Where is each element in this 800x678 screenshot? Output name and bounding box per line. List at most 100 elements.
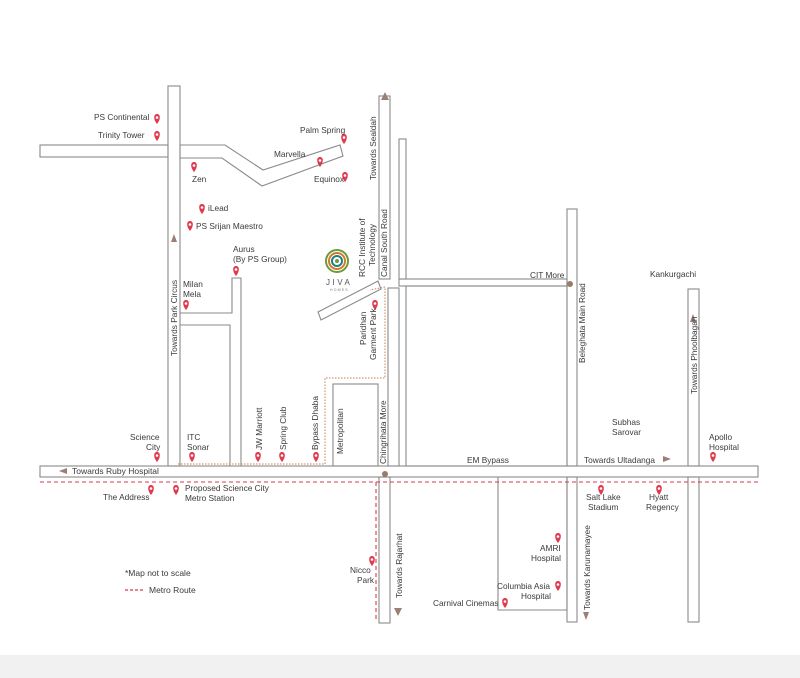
logo-sub: HOMES — [330, 288, 349, 292]
pin-science-city-icon — [154, 452, 160, 462]
label-columbia-2: Hospital — [521, 591, 551, 601]
label-palm-spring: Palm Spring — [300, 125, 346, 135]
label-towards-rajarhat: Towards Rajarhat — [394, 533, 404, 598]
label-apollo-1: Apollo — [709, 432, 732, 442]
label-towards-ruby: Towards Ruby Hospital — [72, 466, 159, 476]
pin-nicco-dot — [370, 558, 374, 561]
canal-south-road-right — [398, 138, 407, 280]
label-amri-2: Hospital — [531, 553, 561, 563]
pin-paridhan-dot — [373, 302, 377, 305]
map-canvas: JIVA HOMES PS Continental Trinity Tower … — [39, 85, 759, 624]
pin-milan-mela-icon — [183, 300, 189, 310]
pin-spring-club-icon — [279, 452, 285, 462]
pin-aurus-icon — [233, 266, 239, 276]
label-cit-more: CIT More — [530, 270, 565, 280]
pin-ps-continental-dot — [155, 116, 159, 119]
legend: *Map not to scale Metro Route — [125, 568, 196, 595]
pin-zen-dot — [192, 164, 196, 167]
cit-road — [398, 278, 568, 287]
pin-columbia-dot — [556, 583, 560, 586]
label-hyatt-1: Hyatt — [649, 492, 669, 502]
bottom-band — [0, 655, 800, 678]
chingrihata-road — [387, 287, 400, 467]
label-amri-1: AMRI — [540, 543, 561, 553]
label-subhas-2: Sarovar — [612, 427, 641, 437]
label-marvella: Marvella — [274, 149, 306, 159]
legend-note: *Map not to scale — [125, 568, 191, 578]
label-towards-phoolbagan: Towards Phoolbagan — [689, 316, 699, 394]
pin-bypass-dhaba-dot — [314, 454, 318, 457]
label-towards-sealdah: Towards Sealdah — [368, 116, 378, 180]
label-paridhan-1: Paridhan — [358, 311, 368, 345]
pin-ilead-icon — [199, 204, 205, 214]
pin-carnival-dot — [503, 600, 507, 603]
label-rcc-2: Technology — [367, 223, 377, 266]
pin-salt-lake-dot — [599, 487, 603, 490]
label-ps-srijan-maestro: PS Srijan Maestro — [196, 221, 263, 231]
label-salt-lake-2: Stadium — [588, 502, 619, 512]
label-proposed-1: Proposed Science City — [185, 483, 270, 493]
pin-zen-icon — [191, 162, 197, 172]
label-milan-2: Mela — [183, 289, 201, 299]
pin-proposed-metro-icon — [173, 485, 179, 495]
label-trinity-tower: Trinity Tower — [98, 130, 145, 140]
pin-proposed-metro-dot — [174, 487, 178, 490]
label-science-2: City — [146, 442, 161, 452]
label-beleghata-main-road: Beleghata Main Road — [577, 283, 587, 363]
label-towards-ultadanga: Towards Ultadanga — [584, 455, 655, 465]
metro-route-lines — [40, 481, 758, 622]
label-nicco-2: Park — [357, 575, 375, 585]
label-itc-2: Sonar — [187, 442, 209, 452]
pin-the-address-dot — [149, 487, 153, 490]
pin-salt-lake-icon — [598, 485, 604, 495]
pin-apollo-dot — [711, 454, 715, 457]
legend-metro-route: Metro Route — [149, 585, 196, 595]
pin-palm-spring-icon — [341, 134, 347, 144]
label-milan-1: Milan — [183, 279, 203, 289]
pin-nicco-icon — [369, 556, 375, 566]
pin-jw-marriott-icon — [255, 452, 261, 462]
pin-trinity-tower-icon — [154, 131, 160, 141]
pin-ilead-dot — [200, 206, 204, 209]
jiva-homes-logo: JIVA HOMES — [325, 249, 352, 292]
pin-science-city-dot — [155, 454, 159, 457]
arrow-phoolbagan — [690, 314, 696, 322]
pin-marvella-dot — [318, 159, 322, 162]
pin-amri-dot — [556, 535, 560, 538]
pin-amri-icon — [555, 533, 561, 543]
pin-ps-continental-icon — [154, 114, 160, 124]
label-jw-marriott: JW Marriott — [254, 407, 264, 450]
pin-columbia-icon — [555, 581, 561, 591]
label-nicco-1: Nicco — [350, 565, 371, 575]
label-towards-karunamayee: Towards Karunamayee — [582, 525, 592, 610]
label-proposed-2: Metro Station — [185, 493, 235, 503]
pin-equinox-dot — [343, 174, 347, 177]
jiva-diagonal-road — [317, 280, 382, 321]
label-the-address: The Address — [103, 492, 150, 502]
label-hyatt-2: Regency — [646, 502, 680, 512]
pin-carnival-icon — [502, 598, 508, 608]
pin-jw-marriott-dot — [256, 454, 260, 457]
label-bypass-dhaba: Bypass Dhaba — [310, 396, 320, 450]
label-aurus-2: (By PS Group) — [233, 254, 287, 264]
pin-the-address-icon — [148, 485, 154, 495]
logo-word: JIVA — [326, 278, 352, 287]
label-aurus-1: Aurus — [233, 244, 255, 254]
pin-marvella-icon — [317, 157, 323, 167]
junction-chingrihata — [382, 471, 388, 477]
label-ps-continental: PS Continental — [94, 112, 150, 122]
pin-bypass-dhaba-icon — [313, 452, 319, 462]
label-towards-park-circus: Towards Park Circus — [169, 280, 179, 356]
pin-ps-srijan-maestro-icon — [187, 221, 193, 231]
label-metropolitan: Metropolitan — [335, 408, 345, 454]
label-apollo-2: Hospital — [709, 442, 739, 452]
label-equinox: Equinox — [314, 174, 345, 184]
milan-block-inner — [180, 324, 231, 466]
label-kankurgachi: Kankurgachi — [650, 269, 696, 279]
top-left-road — [39, 144, 169, 158]
arrow-park-circus — [171, 234, 177, 242]
arrow-ultadanga — [663, 456, 671, 462]
label-rcc-1: RCC Institute of — [357, 218, 367, 277]
label-columbia-1: Columbia Asia — [497, 581, 550, 591]
